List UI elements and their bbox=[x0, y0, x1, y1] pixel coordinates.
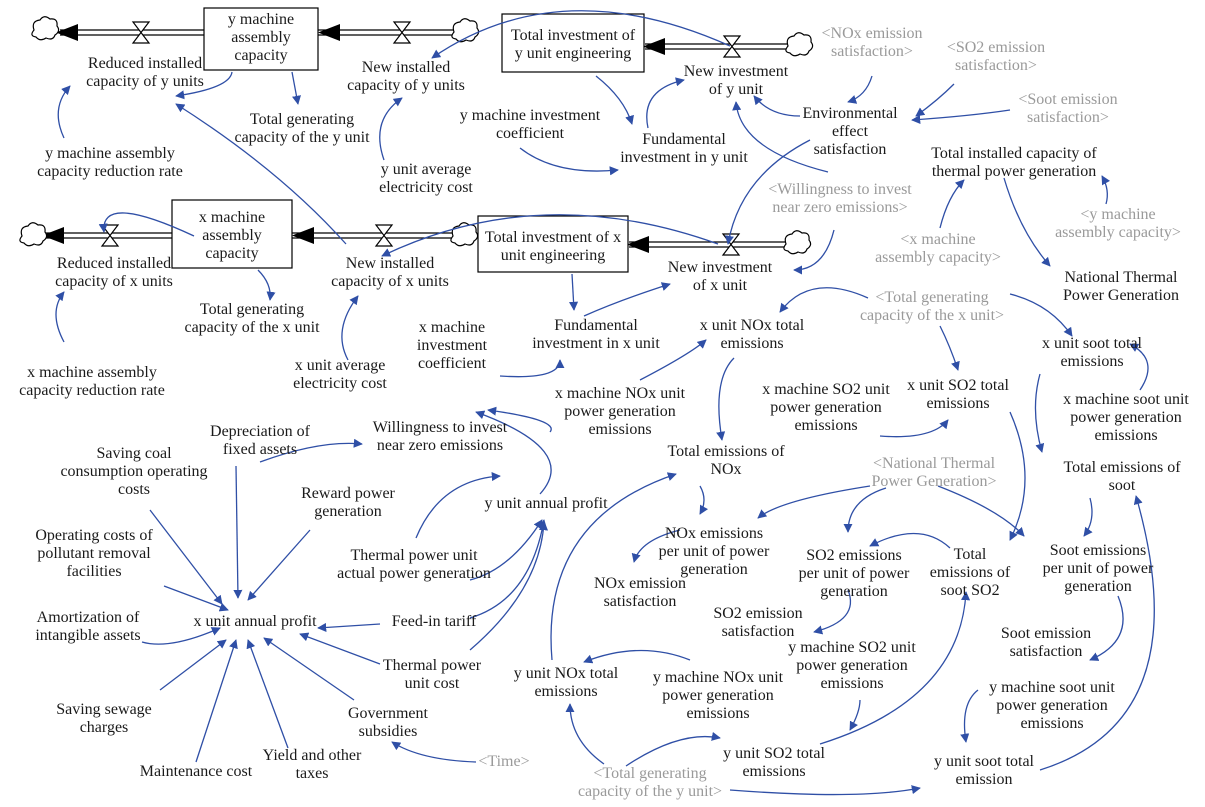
flow-pipes bbox=[42, 24, 788, 253]
var-feed-in-tariff: Feed-in tariff bbox=[392, 613, 477, 630]
cloud-sink-x bbox=[19, 222, 48, 247]
cloud-source-invest-x bbox=[783, 230, 812, 255]
cloud-source-invest-y bbox=[785, 32, 814, 57]
stock-boxes bbox=[171, 7, 645, 273]
var-maintenance: Maintenance cost bbox=[140, 763, 253, 780]
valve-new-installed-y bbox=[392, 21, 412, 44]
shadow-time: <Time> bbox=[478, 753, 529, 770]
stock-x-machine-capacity bbox=[171, 199, 293, 269]
stock-x-total-investment bbox=[477, 215, 629, 273]
var-x-annual-profit: x unit annual profit bbox=[193, 613, 317, 630]
valve-new-invest-y bbox=[722, 35, 742, 58]
stock-y-machine-capacity bbox=[203, 7, 319, 71]
valve-new-installed-x bbox=[374, 224, 394, 247]
valve-reduced-y bbox=[131, 21, 151, 44]
stock-y-total-investment bbox=[501, 13, 645, 73]
valve-new-invest-x bbox=[721, 233, 741, 256]
cloud-sink-y bbox=[31, 16, 60, 41]
valves bbox=[100, 21, 742, 256]
var-y-annual-profit: y unit annual profit bbox=[484, 495, 608, 512]
causal-links bbox=[55, 10, 1155, 796]
